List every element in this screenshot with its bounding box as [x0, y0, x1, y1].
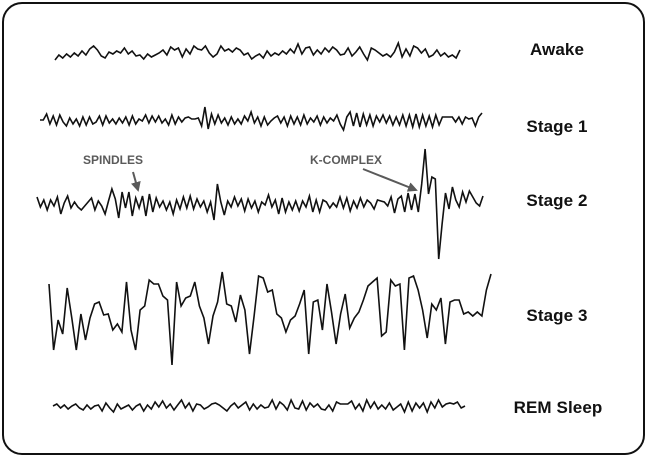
- diagram-frame: [2, 2, 645, 455]
- spindles-annotation: SPINDLES: [83, 153, 144, 167]
- stage-label-awake: Awake: [529, 40, 585, 59]
- stage-label-stage-3: Stage 3: [526, 306, 588, 325]
- stage-label-stage-2: Stage 2: [526, 191, 588, 210]
- stage-3-waveform: [48, 271, 492, 366]
- stage-1-waveform: [40, 106, 483, 133]
- k-complex-arrow-icon: [362, 168, 418, 192]
- k-complex-annotation: K-COMPLEX: [310, 153, 382, 167]
- awake-waveform: [54, 40, 461, 62]
- rem-sleep-waveform: [52, 397, 466, 415]
- stage-label-stage-1: Stage 1: [526, 117, 588, 136]
- spindles-arrow-icon: [131, 171, 141, 192]
- stage-2-waveform: [36, 148, 484, 260]
- stage-label-rem-sleep: REM Sleep: [513, 398, 603, 417]
